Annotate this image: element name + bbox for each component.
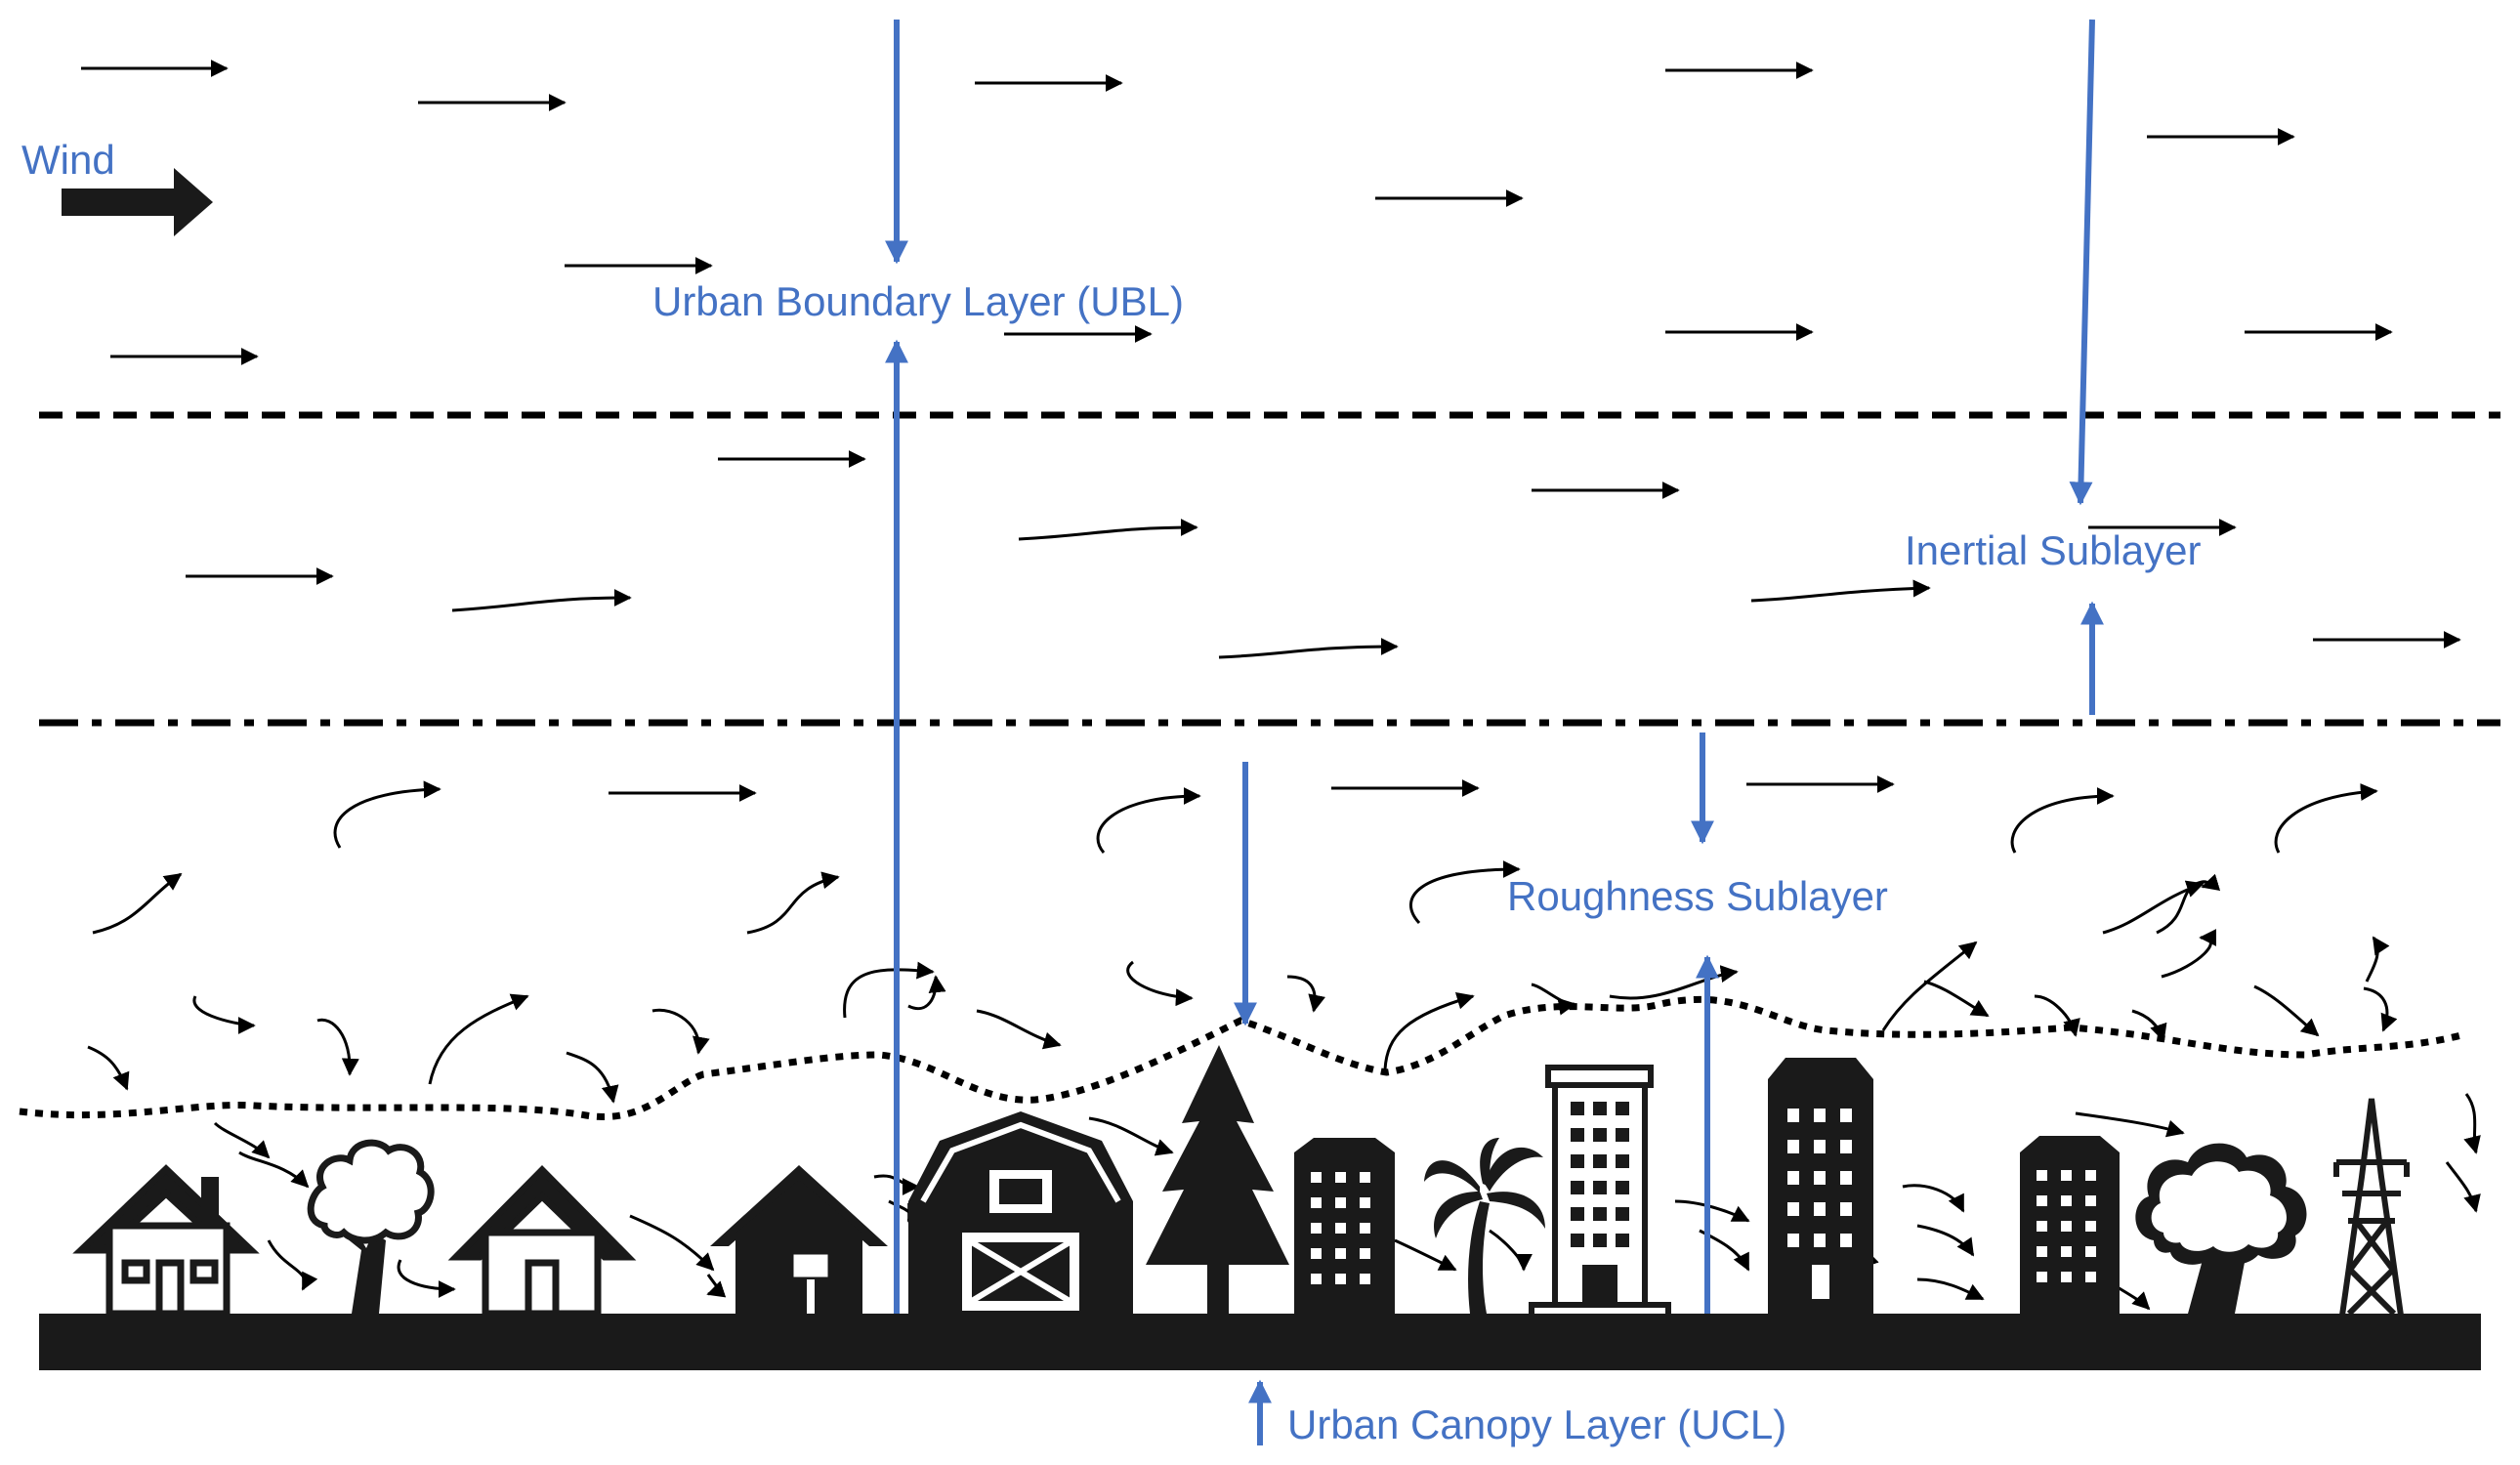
layer-height-arrows xyxy=(885,19,2104,1445)
turbulent-flow-arrows xyxy=(87,780,2481,1159)
house-icon xyxy=(72,1164,260,1318)
pine-tree-icon xyxy=(1146,1045,1289,1314)
wind-label: Wind xyxy=(21,137,115,183)
wavy-flow-arrows xyxy=(451,519,1931,659)
tower-building-icon xyxy=(1529,1065,1671,1319)
tree-icon xyxy=(2135,1143,2307,1314)
tree-icon xyxy=(307,1139,435,1314)
building-icon xyxy=(2020,1136,2120,1314)
urban-canopy-boundary-line xyxy=(19,996,2462,1120)
roughness-sublayer-label: Roughness Sublayer xyxy=(1507,873,1888,919)
house-icon xyxy=(447,1165,637,1318)
free-flow-arrows xyxy=(81,60,2461,802)
building-icon xyxy=(1294,1138,1395,1314)
barn-icon xyxy=(908,1111,1133,1314)
wind-arrow-icon xyxy=(62,168,213,236)
inertial-sublayer-label: Inertial Sublayer xyxy=(1905,527,2202,573)
ground-strip xyxy=(39,1314,2481,1370)
house-with-sign-icon xyxy=(710,1165,888,1314)
skyscraper-icon xyxy=(1768,1058,1873,1314)
palm-tree-icon xyxy=(1424,1138,1545,1314)
ubl-label: Urban Boundary Layer (UBL) xyxy=(652,278,1184,324)
ucl-label: Urban Canopy Layer (UCL) xyxy=(1287,1402,1786,1447)
power-pylon-icon xyxy=(2333,1098,2410,1337)
